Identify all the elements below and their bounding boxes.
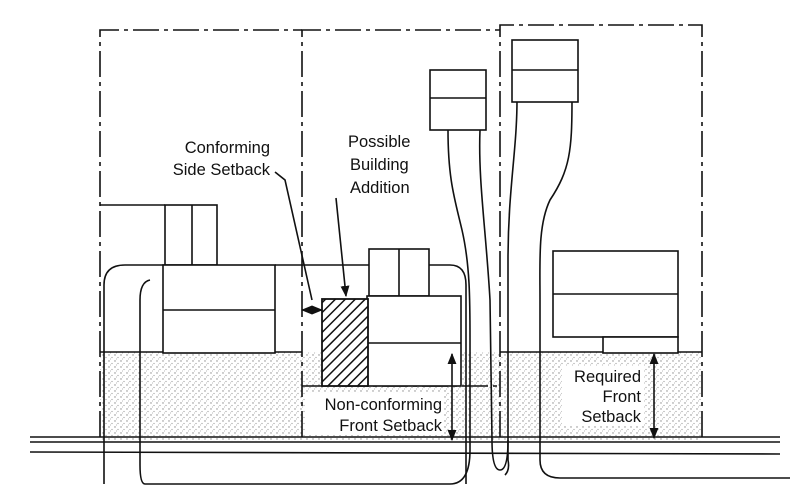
required-label-line1: Required — [574, 368, 641, 386]
side-setback-label-line2: Side Setback — [173, 161, 271, 179]
side-setback-leader — [274, 171, 313, 301]
garage-right — [511, 39, 579, 103]
middle-lot-line — [301, 29, 500, 437]
lot-lines — [99, 24, 703, 437]
addition-leader — [335, 197, 350, 298]
addition-label: Possible Building Addition — [348, 133, 410, 197]
building-addition — [321, 298, 369, 387]
driveways — [103, 99, 790, 485]
right-driveway — [504, 99, 790, 479]
center-drive-left — [478, 129, 509, 471]
garage-center — [429, 69, 487, 131]
right-lot-line — [499, 24, 703, 437]
side-setback-label: Conforming Side Setback — [160, 134, 272, 180]
required-label-line3: Setback — [581, 408, 641, 426]
addition-label-line3: Addition — [350, 179, 410, 197]
middle-driveway — [139, 129, 471, 485]
required-label-line2: Front — [602, 388, 641, 406]
nonconforming-label-line2: Front Setback — [339, 417, 442, 435]
side-setback-label-line1: Conforming — [185, 139, 270, 157]
required-label: Required Front Setback — [562, 366, 644, 426]
dimension-arrows — [274, 171, 659, 442]
labels: Conforming Side Setback Possible Buildin… — [160, 133, 644, 435]
buildings — [100, 39, 679, 387]
nonconforming-label: Non-conforming Front Setback — [306, 393, 444, 435]
addition-label-line1: Possible — [348, 133, 410, 151]
addition-label-line2: Building — [350, 156, 409, 174]
left-house — [100, 204, 276, 354]
right-house — [552, 250, 679, 354]
left-lot-setback-zone — [100, 352, 302, 441]
nonconforming-label-line1: Non-conforming — [325, 396, 442, 414]
middle-house — [366, 248, 462, 387]
left-lot-line — [99, 29, 302, 437]
left-driveway — [103, 264, 467, 485]
